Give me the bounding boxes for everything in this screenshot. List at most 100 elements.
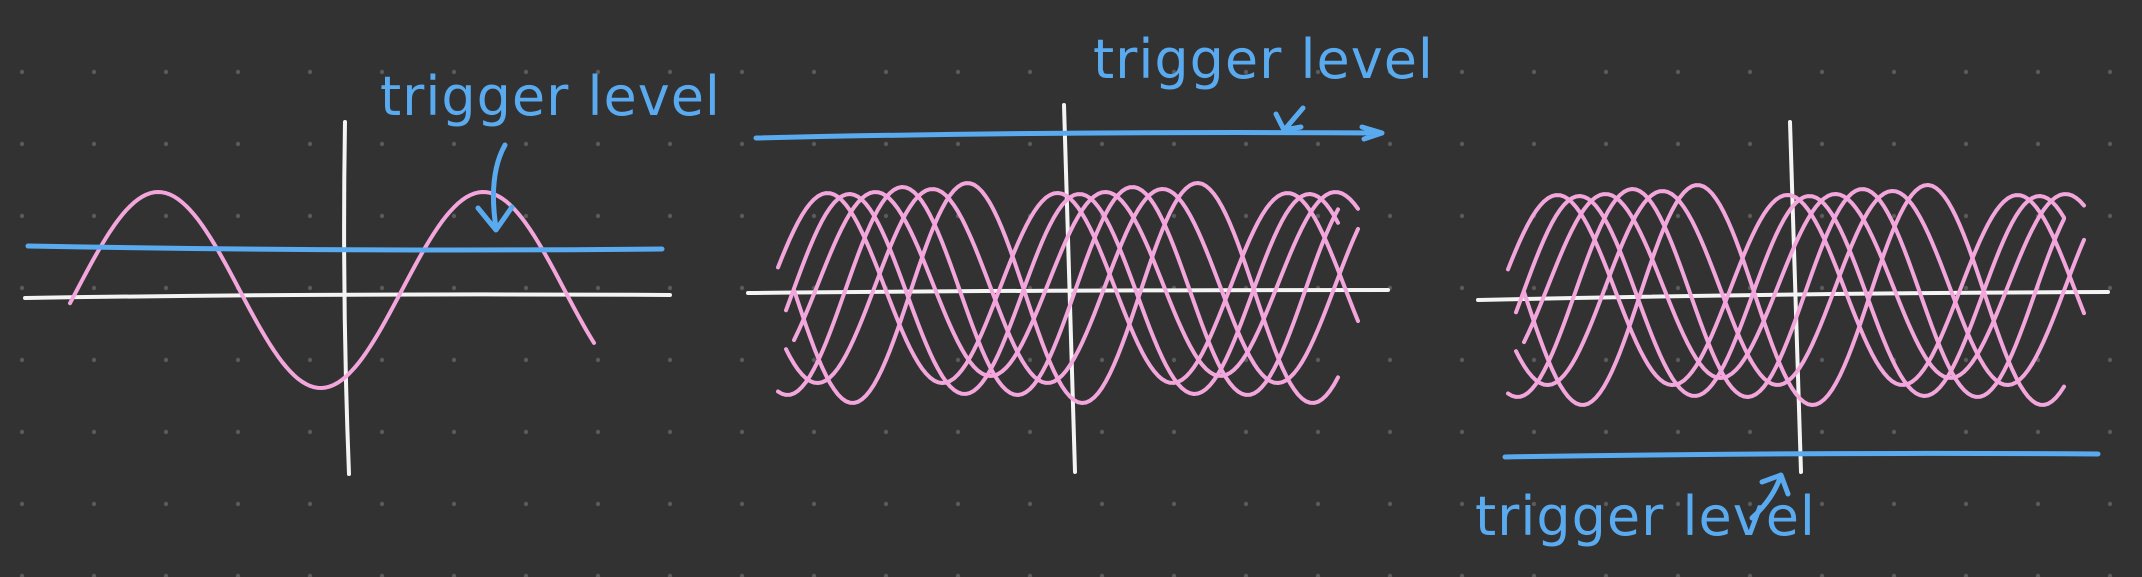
- grid-dot: [1603, 573, 1609, 577]
- grid-dot: [1387, 141, 1393, 147]
- grid-dot: [1171, 357, 1177, 363]
- grid-dot: [235, 429, 241, 435]
- grid-dot: [1747, 573, 1753, 577]
- grid-dot: [1675, 141, 1681, 147]
- grid-dot: [1099, 69, 1105, 75]
- grid-dot: [379, 141, 385, 147]
- grid-dot: [1675, 501, 1681, 507]
- grid-dot: [1459, 501, 1465, 507]
- waveform-trace: [1506, 187, 2066, 399]
- grid-dot: [1819, 285, 1825, 291]
- grid-dot: [1387, 573, 1393, 577]
- grid-dot: [2107, 573, 2113, 577]
- grid-dot: [163, 285, 169, 291]
- grid-dot: [1675, 429, 1681, 435]
- grid-dot: [163, 357, 169, 363]
- grid-dot: [307, 69, 313, 75]
- grid-dot: [19, 285, 25, 291]
- grid-dot: [1027, 429, 1033, 435]
- grid-dot: [163, 213, 169, 219]
- grid-dot: [1747, 429, 1753, 435]
- waveform-trace: [776, 185, 1340, 397]
- grid-dot: [1891, 501, 1897, 507]
- grid-dot: [667, 141, 673, 147]
- grid-dot: [451, 141, 457, 147]
- grid-dot: [1891, 141, 1897, 147]
- grid-dot: [235, 213, 241, 219]
- grid-dot: [883, 573, 889, 577]
- grid-dot: [595, 501, 601, 507]
- grid-dot: [19, 429, 25, 435]
- grid-dot: [811, 573, 817, 577]
- grid-dot: [1963, 357, 1969, 363]
- grid-dot: [1675, 357, 1681, 363]
- grid-dot: [1963, 213, 1969, 219]
- grid-dot: [307, 357, 313, 363]
- grid-dot: [667, 501, 673, 507]
- waveform-overlay: [1506, 183, 2086, 407]
- grid-dot: [2107, 213, 2113, 219]
- grid-dot: [2035, 573, 2041, 577]
- grid-dot: [595, 573, 601, 577]
- grid-dot: [235, 141, 241, 147]
- grid-dot: [811, 69, 817, 75]
- grid-dot: [1603, 69, 1609, 75]
- grid-dot: [1459, 357, 1465, 363]
- grid-dot: [883, 141, 889, 147]
- grid-dot: [1891, 69, 1897, 75]
- grid-dot: [523, 573, 529, 577]
- grid-dot: [1315, 213, 1321, 219]
- grid-dot: [2035, 141, 2041, 147]
- grid-dot: [451, 501, 457, 507]
- waveform: [68, 190, 596, 390]
- grid-dot: [955, 573, 961, 577]
- grid-dot: [739, 429, 745, 435]
- grid-dot: [1603, 501, 1609, 507]
- panel-below-waveform: trigger level: [1475, 120, 2110, 548]
- grid-dot: [1171, 213, 1177, 219]
- waveform-trace: [784, 192, 1340, 396]
- grid-dot: [379, 429, 385, 435]
- grid-dot: [739, 285, 745, 291]
- grid-dot: [1603, 141, 1609, 147]
- grid-dot: [1171, 501, 1177, 507]
- grid-dot: [2107, 501, 2113, 507]
- grid-dot: [1603, 429, 1609, 435]
- grid-dot: [1459, 573, 1465, 577]
- grid-dot: [1099, 357, 1105, 363]
- grid-dot: [883, 213, 889, 219]
- grid-dot: [91, 429, 97, 435]
- grid-dot: [1459, 213, 1465, 219]
- grid-dot: [1171, 141, 1177, 147]
- grid-dot: [2107, 357, 2113, 363]
- grid-dot: [307, 573, 313, 577]
- grid-dot: [379, 213, 385, 219]
- grid-dot: [451, 213, 457, 219]
- grid-dot: [1315, 429, 1321, 435]
- grid-dot: [2107, 141, 2113, 147]
- grid-dot: [2107, 285, 2113, 291]
- grid-dot: [1891, 429, 1897, 435]
- grid-dot: [451, 285, 457, 291]
- grid-dot: [1531, 141, 1537, 147]
- grid-dot: [379, 285, 385, 291]
- grid-dot: [1531, 285, 1537, 291]
- grid-dot: [811, 429, 817, 435]
- grid-dot: [1387, 357, 1393, 363]
- grid-dot: [1747, 69, 1753, 75]
- grid-dot: [595, 285, 601, 291]
- y-axis: [1062, 103, 1077, 474]
- grid-dot: [955, 429, 961, 435]
- grid-dot: [91, 501, 97, 507]
- grid-dot: [307, 213, 313, 219]
- grid-dot: [91, 285, 97, 291]
- waveform-trace: [1506, 193, 2086, 387]
- grid-dot: [1459, 69, 1465, 75]
- grid-dot: [1891, 213, 1897, 219]
- grid-dot: [1315, 69, 1321, 75]
- grid-dot: [811, 501, 817, 507]
- grid-dot: [235, 573, 241, 577]
- trigger-label: trigger level: [1093, 28, 1434, 91]
- grid-dot: [523, 285, 529, 291]
